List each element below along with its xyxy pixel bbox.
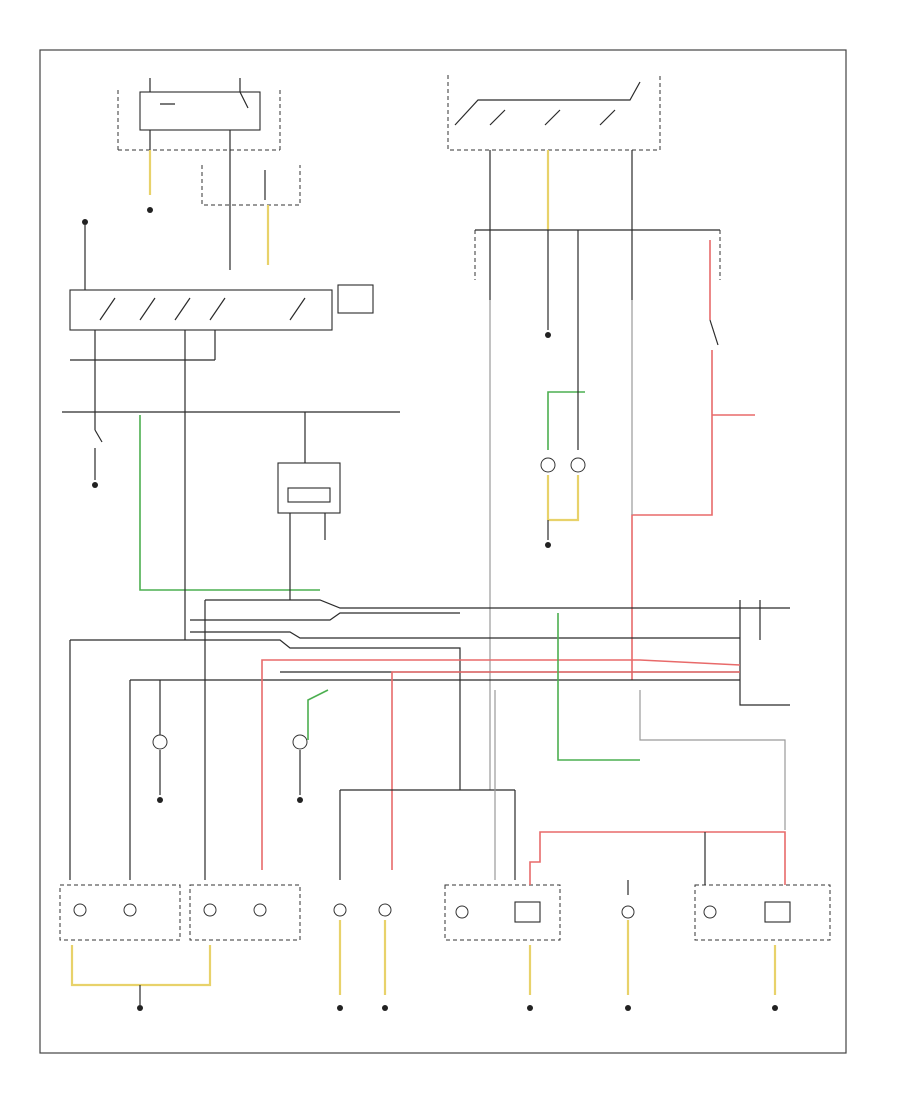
lamp-center-middle bbox=[292, 734, 308, 803]
fuse-box-top-left bbox=[201, 150, 301, 270]
switch-bank-left bbox=[69, 284, 374, 415]
diagram-border bbox=[39, 49, 847, 1054]
wire-red-bottom-bridge bbox=[529, 831, 786, 885]
wire-red-right-down bbox=[631, 350, 713, 680]
ground-switch-left bbox=[92, 415, 103, 488]
central-relay-box bbox=[277, 412, 341, 600]
wire-green-left bbox=[139, 415, 320, 591]
ignition-switch-block bbox=[117, 78, 281, 213]
ground-point bbox=[147, 207, 153, 213]
fuse-rail-right bbox=[474, 229, 721, 338]
headlamp-switch-block bbox=[447, 75, 661, 230]
lamp-assembly-left-2 bbox=[189, 884, 301, 941]
lamp-pair-center-bottom bbox=[333, 789, 516, 1011]
lamp-left-middle bbox=[152, 680, 168, 803]
wire-red-harness bbox=[261, 659, 741, 870]
wire-green-lamp bbox=[307, 689, 329, 740]
lamp-assembly-right bbox=[694, 884, 831, 1011]
lamp-pair-right-middle bbox=[540, 300, 586, 548]
lamp-single-center-right bbox=[621, 880, 635, 1011]
lamp-assembly-center bbox=[444, 884, 561, 1011]
lamp-assembly-left bbox=[59, 884, 212, 1011]
ground-point bbox=[82, 219, 88, 225]
harness-bundle bbox=[70, 599, 790, 790]
wire-green-middle bbox=[557, 613, 640, 761]
wire-red-harness-2 bbox=[391, 671, 740, 870]
